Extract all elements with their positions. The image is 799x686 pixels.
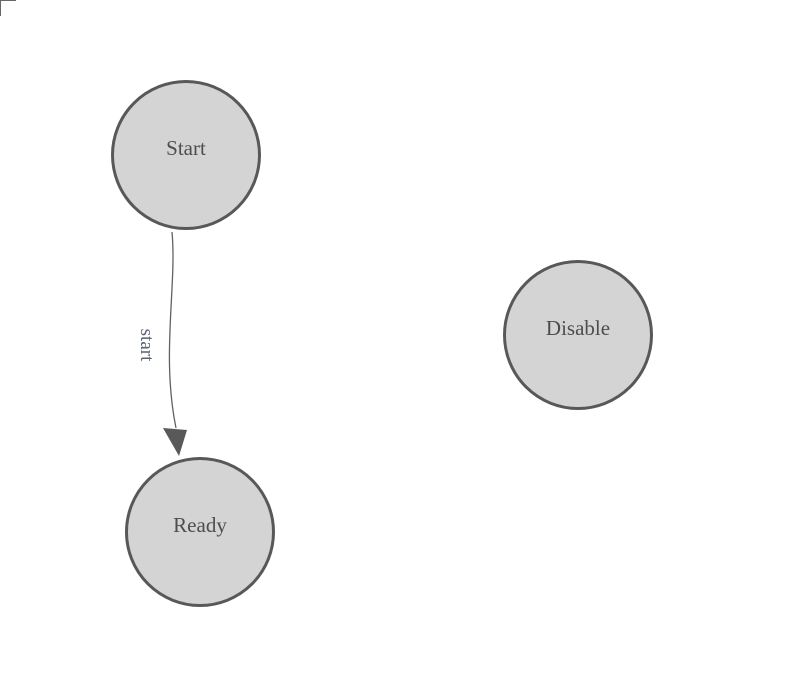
transition-edge-start-to-ready[interactable] xyxy=(168,231,177,429)
state-label-ready: Ready xyxy=(173,512,227,537)
state-label-start: Start xyxy=(166,135,206,160)
state-label-disable: Disable xyxy=(545,315,611,340)
arrowhead-icon xyxy=(163,428,187,456)
state-node-start[interactable]: Start xyxy=(111,80,261,230)
transition-edge-label[interactable]: start xyxy=(136,328,157,362)
state-node-disable[interactable]: Disable xyxy=(503,260,653,410)
origin-corner-bracket xyxy=(0,0,16,16)
state-node-ready[interactable]: Ready xyxy=(125,457,275,607)
